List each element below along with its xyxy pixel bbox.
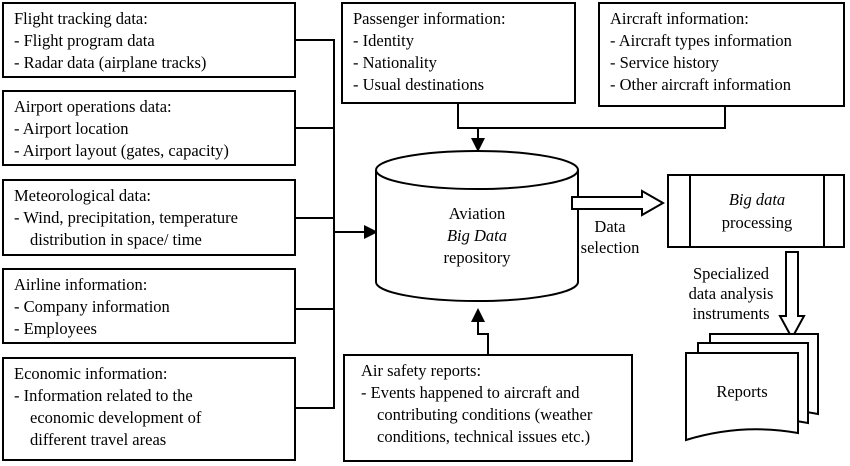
airport-operations-box: Airport operations data: - Airport locat… [2, 90, 296, 166]
box-title: Airport operations data: [14, 97, 172, 116]
airline-information-box: Airline information: - Company informati… [2, 268, 296, 344]
repository-line-1: Aviation [448, 204, 506, 223]
box-title: Air safety reports: [361, 361, 482, 380]
economic-information-box: Economic information: - Information rela… [2, 357, 296, 461]
meteorological-box: Meteorological data: - Wind, precipitati… [2, 179, 296, 256]
list-item: - Information related to the economic de… [14, 386, 202, 449]
list-item: - Wind, precipitation, temperature distr… [14, 208, 238, 249]
list-item: - Service history [610, 53, 720, 72]
passenger-information-box: Passenger information: - Identity - Nati… [341, 2, 576, 104]
list-item: - Other aircraft information [610, 75, 791, 94]
list-item: - Employees [14, 319, 97, 338]
instruments-line-1: Specialized [692, 264, 770, 283]
list-item: - Company information [14, 297, 170, 316]
processing-box [667, 174, 845, 248]
list-item: - Usual destinations [353, 75, 485, 94]
box-title: Airline information: [14, 275, 148, 294]
box-title: Aircraft information: [610, 9, 749, 28]
box-title: Passenger information: [353, 9, 506, 28]
list-item: - Airport location [14, 119, 129, 138]
reports-documents [685, 333, 819, 442]
instruments-label: Specialized data analysis instruments [676, 264, 786, 324]
list-item: - Airport layout (gates, capacity) [14, 141, 229, 160]
data-selection-line-2: selection [580, 238, 640, 257]
processing-line-2: processing [721, 213, 793, 232]
processing-line-1: Big data [728, 190, 786, 209]
aircraft-information-box: Aircraft information: - Aircraft types i… [598, 2, 845, 107]
air-safety-reports-box: Air safety reports: - Events happened to… [343, 354, 633, 462]
repository-label: Aviation Big Data repository [400, 203, 554, 269]
list-item: - Flight program data [14, 31, 155, 50]
repository-cylinder [375, 150, 579, 302]
processing-label: Big data processing [692, 188, 822, 234]
flight-tracking-box: Flight tracking data: - Flight program d… [2, 2, 296, 78]
list-item: - Identity [353, 31, 414, 50]
box-title: Flight tracking data: [14, 9, 148, 28]
instruments-line-3: instruments [692, 304, 770, 323]
box-title: Economic information: [14, 364, 168, 383]
box-title: Meteorological data: [14, 186, 151, 205]
reports-label: Reports [716, 382, 768, 401]
list-item: - Radar data (airplane tracks) [14, 53, 207, 72]
instruments-line-2: data analysis [688, 284, 774, 303]
data-selection-label: Data selection [570, 216, 650, 258]
list-item: - Events happened to aircraft and contri… [361, 383, 593, 446]
instruments-arrow [778, 251, 806, 341]
repository-line-2: Big Data [446, 226, 508, 245]
repository-line-3: repository [443, 248, 511, 267]
data-selection-arrow [571, 189, 666, 217]
list-item: - Nationality [353, 53, 437, 72]
data-selection-line-1: Data [594, 217, 626, 236]
list-item: - Aircraft types information [610, 31, 792, 50]
